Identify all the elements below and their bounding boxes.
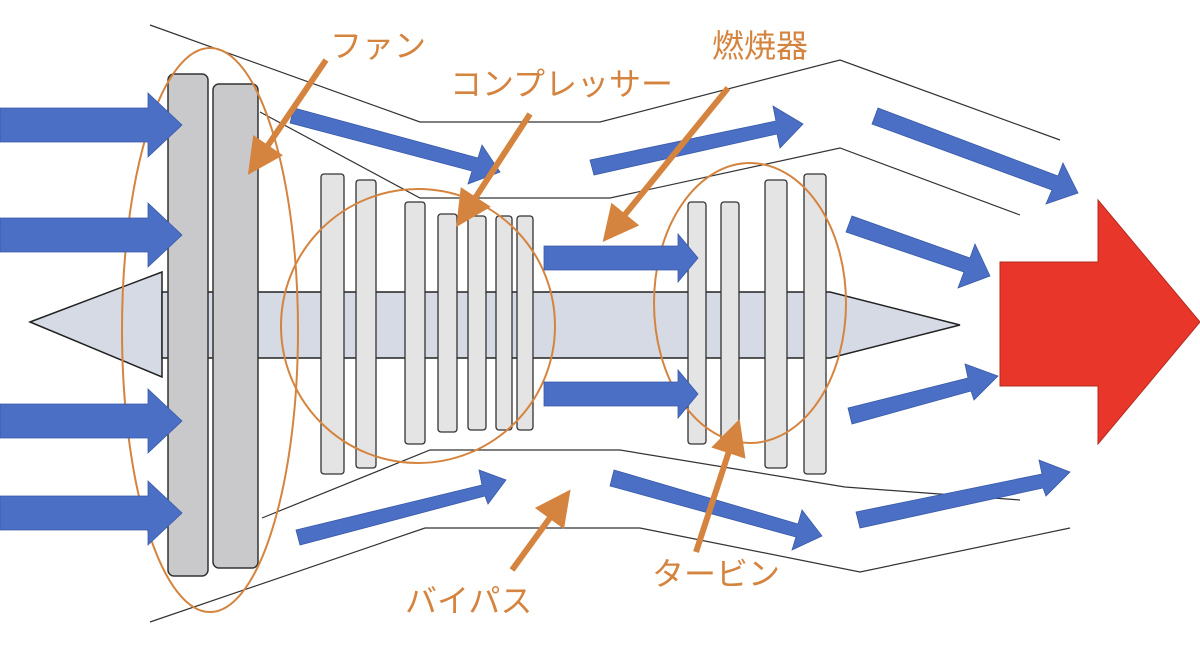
core-flow-arrow <box>543 368 699 420</box>
compressor-label: コンプレッサー <box>450 65 674 103</box>
turbine-callout-pointer <box>693 418 746 553</box>
airflow-arrows <box>0 92 1079 551</box>
outer-casing-top <box>149 24 1061 141</box>
bypass-flow-arrow <box>295 469 507 546</box>
compressor-blade <box>404 201 426 445</box>
compressor-blade <box>467 215 487 431</box>
bypass-callout-pointer <box>509 489 571 572</box>
compressor-blade <box>495 215 513 431</box>
turbine-blade <box>687 201 707 445</box>
compressor-blade <box>320 173 345 475</box>
intake-arrow <box>0 480 183 546</box>
compressor-blade <box>437 213 458 433</box>
fan-blades <box>167 73 259 577</box>
compressor-callout-pointer <box>456 112 533 228</box>
bypass-flow-arrow <box>855 459 1071 529</box>
fan-highlight-ellipse <box>121 47 299 613</box>
inner-casing-bottom <box>261 449 1021 519</box>
bypass-flow-arrow <box>871 107 1079 205</box>
turbine-blade <box>764 179 788 469</box>
core-flow-arrow <box>289 107 501 185</box>
bypass-flow-arrow <box>845 215 991 289</box>
fan-callout-pointer <box>247 58 329 175</box>
compressor-blade <box>516 215 534 431</box>
bypass-flow-arrow <box>847 363 999 425</box>
combustor-callout-pointer <box>602 86 731 242</box>
turbine-blade <box>720 201 740 445</box>
combustor-label: 燃焼器 <box>712 27 809 65</box>
callout-pointers <box>247 58 746 572</box>
bypass-label: バイパス <box>405 582 533 620</box>
engine-casing <box>149 24 1071 623</box>
intake-arrow <box>0 92 183 158</box>
turbine-highlight-ellipse <box>653 162 847 444</box>
compressor-blade <box>355 179 377 469</box>
nose-cone <box>27 270 163 379</box>
turbine-blades <box>687 173 827 475</box>
turbine-blade <box>803 173 827 475</box>
bypass-flow-arrow <box>589 105 804 176</box>
exhaust-arrow <box>999 198 1200 446</box>
bypass-flow-arrow <box>609 469 823 551</box>
compressor-blades <box>320 173 534 475</box>
outer-casing-bottom <box>149 527 1071 623</box>
intake-arrow <box>0 388 183 454</box>
fan-label: ファン <box>330 27 427 65</box>
turbine-label: タービン <box>652 555 781 593</box>
compressor-highlight-ellipse <box>280 188 556 464</box>
fan-blade <box>212 83 259 569</box>
fan-blade <box>167 73 209 577</box>
intake-arrow <box>0 202 183 268</box>
core-flow-arrow <box>543 232 699 284</box>
component-highlights <box>121 47 847 613</box>
inner-casing-top <box>259 111 1021 216</box>
